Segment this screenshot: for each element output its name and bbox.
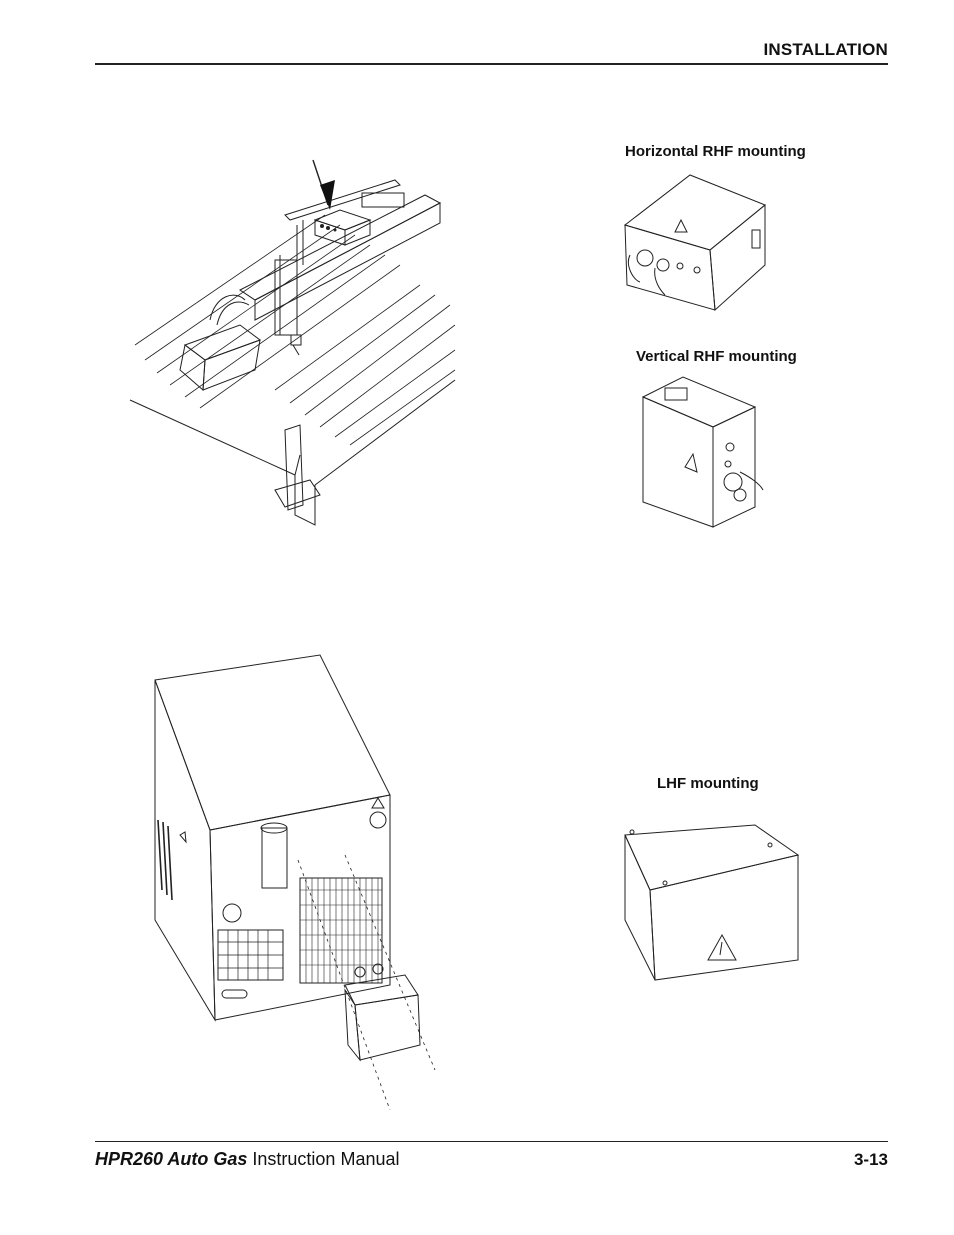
- vertical-rhf-caption: Vertical RHF mounting: [636, 348, 797, 365]
- horizontal-rhf-illustration: [623, 174, 766, 312]
- footer-title: HPR260 Auto Gas Instruction Manual: [95, 1149, 399, 1170]
- horizontal-rhf-caption: Horizontal RHF mounting: [625, 143, 806, 160]
- cutting-table-illustration: [129, 159, 456, 526]
- section-header: INSTALLATION: [763, 40, 888, 59]
- footer-manual: Instruction Manual: [252, 1149, 400, 1169]
- lhf-illustration: [624, 824, 800, 981]
- power-supply-illustration: [154, 654, 436, 1111]
- footer-rule: [95, 1141, 888, 1142]
- page-number: 3-13: [853, 1150, 888, 1169]
- footer-model: HPR260 Auto Gas: [95, 1149, 248, 1169]
- header-rule: [95, 63, 888, 65]
- lhf-caption: LHF mounting: [657, 775, 759, 792]
- vertical-rhf-illustration: [641, 376, 764, 528]
